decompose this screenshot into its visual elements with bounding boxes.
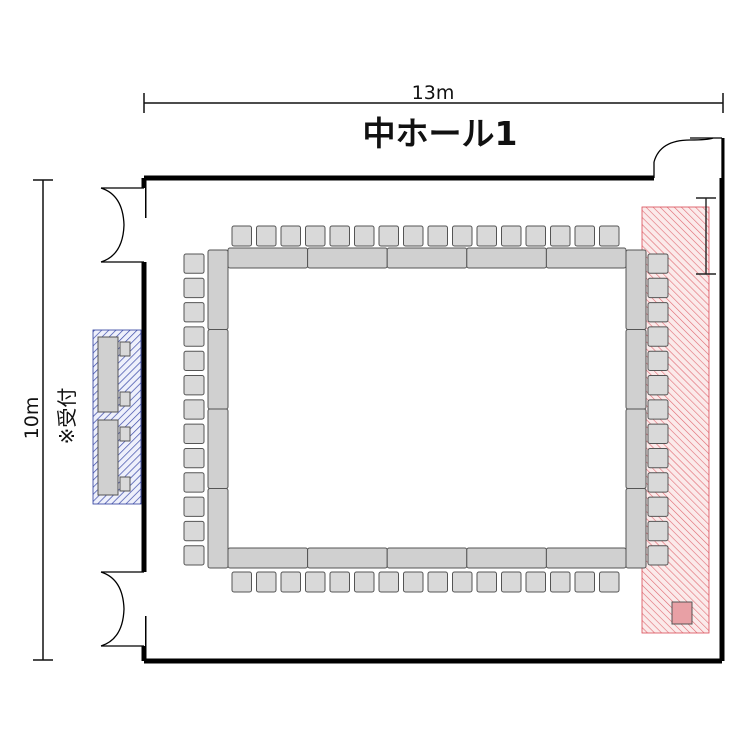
chair-bottom	[231, 571, 252, 593]
chair-right	[647, 545, 669, 566]
chair-left	[183, 545, 205, 566]
chair-bottom	[354, 571, 375, 593]
door-top-right	[653, 137, 723, 178]
chairs	[183, 225, 669, 593]
chair-bottom	[599, 571, 620, 593]
chair-top	[427, 225, 448, 247]
chair-left	[183, 423, 205, 444]
chair-top	[305, 225, 326, 247]
chair-bottom	[305, 571, 326, 593]
chair-top	[452, 225, 473, 247]
height-label: 10m	[21, 397, 43, 440]
chair-bottom	[280, 571, 301, 593]
chair-left	[183, 496, 205, 517]
chair-right	[647, 350, 669, 372]
chair-left	[183, 375, 205, 396]
table-top	[386, 247, 468, 269]
chair-top	[574, 225, 595, 247]
chair-right	[647, 277, 669, 299]
chair-top	[378, 225, 399, 247]
chair-right	[647, 472, 669, 493]
table-right	[625, 408, 647, 489]
chair-right	[647, 423, 669, 444]
table-top	[545, 247, 627, 269]
chair-bottom	[378, 571, 399, 593]
chair-bottom	[501, 571, 522, 593]
chair-top	[599, 225, 620, 247]
chair-bottom	[256, 571, 277, 593]
chair-left	[183, 447, 205, 469]
chair-left	[183, 472, 205, 493]
tables	[207, 247, 647, 569]
table-top	[227, 247, 309, 269]
chair-left	[183, 277, 205, 299]
chair-bottom	[329, 571, 350, 593]
chair-top	[403, 225, 424, 247]
chair-bottom	[525, 571, 546, 593]
chair-right	[647, 253, 669, 274]
reception-desks	[97, 336, 131, 496]
chair-top	[280, 225, 301, 247]
chair-right	[647, 399, 669, 420]
chair-right	[647, 447, 669, 469]
table-right	[625, 488, 647, 569]
height-dimension: 10m	[21, 179, 53, 661]
chair-bottom	[574, 571, 595, 593]
table-left	[207, 249, 229, 330]
table-left	[207, 488, 229, 569]
chair-bottom	[452, 571, 473, 593]
chair-top	[256, 225, 277, 247]
table-bottom	[545, 547, 627, 569]
table-bottom	[386, 547, 468, 569]
chair-top	[476, 225, 497, 247]
table-right	[625, 249, 647, 330]
chair-top	[329, 225, 350, 247]
chair-top	[550, 225, 571, 247]
screen-icon	[696, 197, 716, 275]
chair-right	[647, 520, 669, 542]
table-left	[207, 329, 229, 410]
chair-bottom	[550, 571, 571, 593]
chair-left	[183, 399, 205, 420]
width-dimension: 13m	[143, 82, 724, 113]
width-label: 13m	[412, 82, 455, 104]
table-top	[466, 247, 547, 269]
table-top	[307, 247, 388, 269]
chair-top	[525, 225, 546, 247]
chair-bottom	[476, 571, 497, 593]
door-top-left	[100, 187, 145, 263]
chair-bottom	[427, 571, 448, 593]
door-bottom-left	[100, 571, 145, 647]
chair-top	[231, 225, 252, 247]
reception-label: ※受付	[55, 388, 79, 445]
chair-left	[183, 520, 205, 542]
table-bottom	[466, 547, 547, 569]
chair-right	[647, 326, 669, 347]
chair-bottom	[403, 571, 424, 593]
chair-top	[354, 225, 375, 247]
chair-left	[183, 326, 205, 347]
table-bottom	[307, 547, 388, 569]
table-left	[207, 408, 229, 489]
chair-left	[183, 302, 205, 323]
chair-right	[647, 375, 669, 396]
chair-top	[501, 225, 522, 247]
chair-right	[647, 302, 669, 323]
room-title: 中ホール1	[363, 114, 518, 153]
chair-left	[183, 253, 205, 274]
chair-left	[183, 350, 205, 372]
lectern	[671, 601, 693, 625]
table-right	[625, 329, 647, 410]
chair-right	[647, 496, 669, 517]
table-bottom	[227, 547, 309, 569]
